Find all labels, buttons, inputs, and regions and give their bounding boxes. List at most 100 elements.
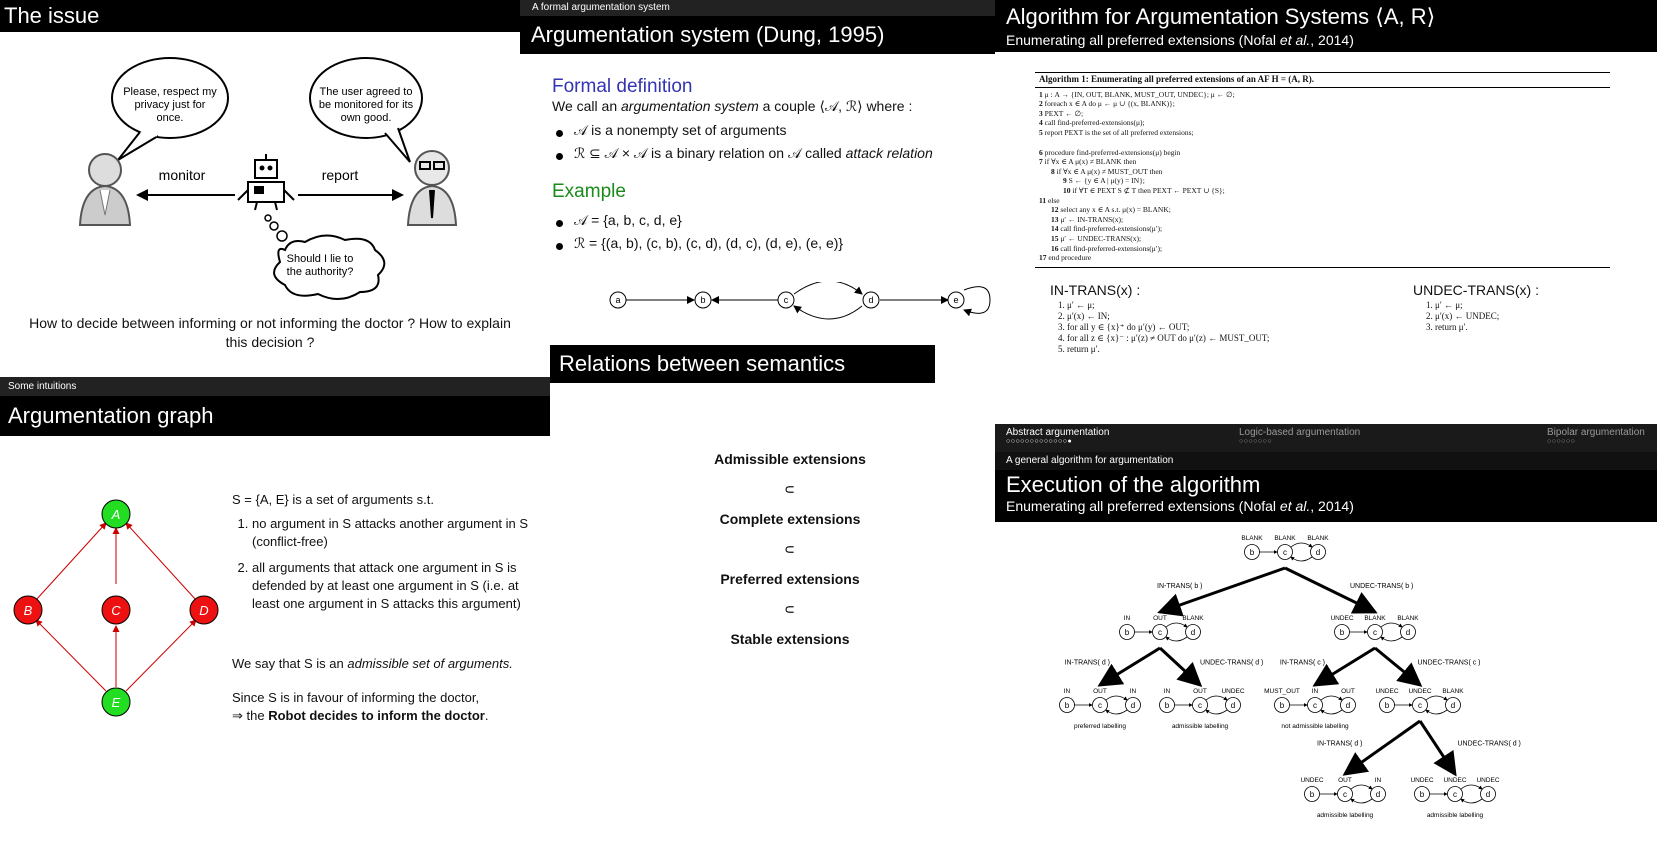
label-state: UNDEC bbox=[1221, 688, 1244, 695]
algorithm-line: 15 μ′ ← UNDEC-TRANS(x); bbox=[1051, 233, 1142, 243]
transition-label: IN-TRANS( b ) bbox=[1157, 583, 1203, 590]
line-number: 1 bbox=[1039, 89, 1045, 99]
definition-bullet: 𝒜 is a nonempty set of arguments bbox=[552, 122, 933, 139]
label-state: OUT bbox=[1093, 688, 1107, 695]
slide-algorithm: Algorithm for Argumentation Systems ⟨A, … bbox=[995, 0, 1664, 395]
argument-node bbox=[1185, 624, 1201, 640]
argument-letter: c bbox=[1313, 701, 1317, 710]
user-person-icon bbox=[78, 153, 132, 226]
doctor-person-icon bbox=[406, 150, 458, 226]
algorithm-line: 1 μ : A → {IN, OUT, BLANK, MUST_OUT, UND… bbox=[1039, 89, 1235, 99]
argument-letter: c bbox=[1098, 701, 1102, 710]
label-state: IN bbox=[1312, 688, 1319, 695]
algorithm-line: 2 foreach x ∈ A do μ ← μ ∪ {(x, BLANK)}; bbox=[1039, 99, 1175, 109]
argument-letter: b bbox=[1340, 628, 1345, 637]
in-trans-steps: μ′ ← μ; μ′(x) ← IN; for all y ∈ {x}⁺ do … bbox=[1045, 300, 1269, 355]
graph-explanation: S = {A, E} is a set of arguments s.t. no… bbox=[232, 491, 542, 725]
argument-letter: c bbox=[1343, 790, 1347, 799]
argument-letter: d bbox=[1376, 790, 1380, 799]
argument-node bbox=[1274, 697, 1290, 713]
argument-node bbox=[1480, 786, 1496, 802]
algorithm-line: 5 report PEXT is the set of all preferre… bbox=[1039, 127, 1194, 137]
argument-letter: b bbox=[1165, 701, 1170, 710]
condition-item: all arguments that attack one argument i… bbox=[252, 559, 542, 613]
nav-section-bipolar[interactable]: Bipolar argumentation ○○○○○○ bbox=[1547, 427, 1645, 445]
label-state: IN bbox=[1130, 688, 1137, 695]
slide-relations-semantics: Relations between semantics Admissible e… bbox=[550, 345, 990, 852]
label-state: BLANK bbox=[1364, 615, 1386, 622]
slide-title-bar: Argumentation system (Dung, 1995) bbox=[520, 16, 995, 54]
transition-label: IN-TRANS( c ) bbox=[1280, 660, 1325, 667]
label-state: OUT bbox=[1341, 688, 1355, 695]
label-state: UNDEC bbox=[1476, 777, 1499, 784]
algorithm-line: 10 if ∀T ∈ PEXT S ⊄ T then PEXT ← PEXT ∪… bbox=[1063, 185, 1225, 195]
semantics-hierarchy: Admissible extensions ∪ Complete extensi… bbox=[670, 449, 910, 650]
undec-trans-step: μ′ ← μ; bbox=[1435, 300, 1499, 311]
line-number: 15 bbox=[1051, 233, 1061, 243]
slide-argumentation-system: A formal argumentation system Argumentat… bbox=[520, 0, 995, 325]
svg-text:A: A bbox=[111, 507, 121, 522]
argument-letter: c bbox=[1418, 701, 1422, 710]
slide-execution: Abstract argumentation ○○○○○○○○○○○○○● Lo… bbox=[995, 424, 1664, 852]
algorithm-line: 8 if ∀x ∈ A μ(x) ≠ MUST_OUT then bbox=[1051, 166, 1163, 176]
line-number: 10 bbox=[1063, 185, 1073, 195]
line-number: 6 bbox=[1039, 147, 1045, 157]
undec-trans-step: μ′(x) ← UNDEC; bbox=[1435, 311, 1499, 322]
condition-item: no argument in S attacks another argumen… bbox=[252, 515, 542, 551]
argument-letter: d bbox=[1231, 701, 1235, 710]
line-number: 17 bbox=[1039, 253, 1049, 263]
argument-letter: d bbox=[1131, 701, 1135, 710]
svg-text:b: b bbox=[700, 295, 705, 305]
argument-node bbox=[1119, 624, 1135, 640]
transition-edge: IN-TRANS( c ) bbox=[1280, 646, 1376, 687]
line-number: 16 bbox=[1051, 243, 1061, 253]
semantics-item: Complete extensions bbox=[719, 511, 861, 527]
transition-label: UNDEC-TRANS( c ) bbox=[1418, 660, 1481, 667]
label-state: IN bbox=[1164, 688, 1171, 695]
issue-question: How to decide between informing or not i… bbox=[29, 315, 511, 350]
graph-node-A: A bbox=[101, 499, 131, 529]
argument-node bbox=[1152, 624, 1168, 640]
slide-title-bar: Argumentation graph bbox=[0, 396, 550, 436]
slide-title: Relations between semantics bbox=[559, 351, 846, 376]
argument-letter: c bbox=[1373, 628, 1377, 637]
nav-section-abstract[interactable]: Abstract argumentation ○○○○○○○○○○○○○● bbox=[1006, 427, 1110, 445]
nav-section-logic[interactable]: Logic-based argumentation ○○○○○○○ bbox=[1239, 427, 1361, 445]
algorithm-line: 12 select any x ∈ A s.t. μ(x) = BLANK; bbox=[1051, 205, 1171, 215]
svg-text:B: B bbox=[24, 603, 33, 618]
labelling-caption: admissible labelling bbox=[1317, 812, 1374, 819]
slide-title-bar: The issue bbox=[0, 0, 520, 32]
svg-text:d: d bbox=[868, 295, 873, 305]
argument-node bbox=[1334, 624, 1350, 640]
argument-node bbox=[1092, 697, 1108, 713]
graph-node-B: B bbox=[13, 595, 43, 625]
slide-title-bar: Algorithm for Argumentation Systems ⟨A, … bbox=[995, 0, 1657, 52]
argument-node bbox=[1414, 786, 1430, 802]
monitor-label: monitor bbox=[159, 167, 206, 183]
undec-trans-steps: μ′ ← μ; μ′(x) ← UNDEC; return μ′. bbox=[1413, 300, 1499, 333]
argument-node bbox=[1447, 786, 1463, 802]
argument-letter: b bbox=[1125, 628, 1130, 637]
bubble-left-line1: Please, respect my bbox=[123, 86, 217, 98]
algorithm-lines: 1 μ : A → {IN, OUT, BLANK, MUST_OUT, UND… bbox=[1035, 88, 1610, 267]
example-heading: Example bbox=[552, 181, 626, 202]
line-number: 14 bbox=[1051, 224, 1061, 234]
slide-title: Argumentation system (Dung, 1995) bbox=[531, 22, 885, 47]
line-number: 9 bbox=[1063, 176, 1069, 186]
slide-argumentation-graph: Some intuitions Argumentation graph A B … bbox=[0, 377, 550, 852]
transition-edge: IN-TRANS( b ) bbox=[1157, 566, 1286, 617]
in-trans-step: for all y ∈ {x}⁺ do μ′(y) ← OUT; bbox=[1067, 322, 1269, 333]
navigation-bar: Abstract argumentation ○○○○○○○○○○○○○● Lo… bbox=[995, 424, 1657, 452]
label-state: UNDEC bbox=[1375, 688, 1398, 695]
admissible-sentence: We say that S is an admissible set of ar… bbox=[232, 656, 513, 671]
label-state: UNDEC bbox=[1408, 688, 1431, 695]
conditions-list: no argument in S attacks another argumen… bbox=[232, 515, 542, 613]
svg-text:E: E bbox=[112, 695, 121, 710]
bubble-right-line3: own good. bbox=[341, 112, 392, 124]
argument-node bbox=[1307, 697, 1323, 713]
label-state: BLANK bbox=[1241, 535, 1263, 542]
argument-node bbox=[1304, 786, 1320, 802]
transition-edge: UNDEC-TRANS( d ) bbox=[1158, 646, 1263, 688]
thought-bubble: Should I lie to the authority? bbox=[264, 214, 386, 300]
